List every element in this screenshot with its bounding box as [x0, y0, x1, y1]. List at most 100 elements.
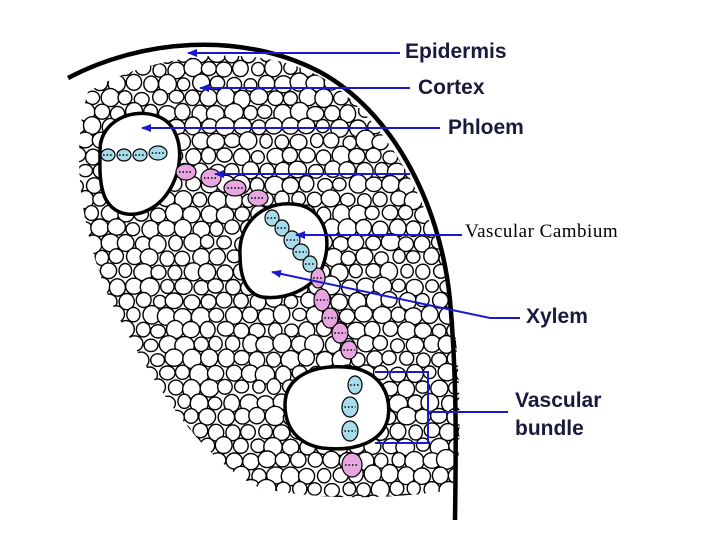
cortex-cell — [216, 468, 234, 484]
cortex-cell — [532, 206, 545, 220]
cortex-cell — [79, 350, 87, 370]
cortex-cell — [174, 364, 191, 381]
cortex-cell — [143, 338, 159, 353]
cortex-cell — [85, 467, 101, 484]
cortex-cell — [538, 193, 552, 206]
cortex-cell — [234, 206, 251, 222]
vascular-bundle-top — [98, 111, 182, 216]
cortex-cell — [84, 291, 102, 308]
cortex-cell — [452, 159, 460, 181]
cortex-cell — [331, 495, 347, 498]
cortex-cell — [373, 511, 389, 525]
cortex-cell — [446, 261, 460, 280]
cortex-cell — [91, 336, 108, 352]
cortex-cell — [281, 117, 300, 135]
cortex-cell — [108, 248, 125, 265]
cortex-cell — [150, 264, 167, 281]
cortex-cell — [354, 305, 374, 323]
cortex-cell — [183, 294, 201, 311]
cortex-cell — [497, 90, 512, 104]
cortex-cell — [60, 77, 75, 92]
cortex-cell — [194, 511, 208, 525]
cortex-cell — [167, 437, 184, 453]
cortex-cell — [381, 350, 397, 366]
cortex-cell — [150, 353, 166, 368]
cortex-cell — [489, 452, 503, 467]
cortex-cell — [59, 192, 76, 209]
cortex-cell — [238, 131, 258, 151]
vascular-cambium-label: Vascular Cambium — [465, 221, 619, 242]
cortex-cell — [473, 163, 487, 178]
cortex-cell — [79, 364, 94, 381]
cortex-cell — [406, 131, 425, 150]
cortex-cell — [521, 451, 538, 469]
cortex-cell — [316, 467, 332, 484]
cortex-cell — [474, 397, 487, 410]
cortex-cell — [216, 235, 233, 250]
cortex-cell — [69, 31, 84, 48]
cortex-cell — [79, 292, 85, 312]
cortex-cell — [506, 278, 522, 295]
cortex-cell — [389, 480, 405, 497]
cortex-cell — [108, 334, 127, 354]
cortex-cell — [373, 251, 390, 266]
cortex-cell — [257, 450, 277, 469]
cortex-cell — [240, 55, 257, 64]
cortex-cell — [86, 408, 101, 423]
cortex-cell — [158, 480, 179, 498]
cortex-cell — [158, 424, 174, 441]
cortex-cell — [216, 378, 233, 395]
cortex-cell — [108, 363, 127, 383]
cortex-cell — [235, 496, 251, 498]
cortex-cell — [425, 279, 440, 293]
cortex-cell — [399, 350, 415, 366]
cortex-cell — [429, 407, 448, 425]
cortex-cell — [58, 334, 78, 354]
cortex-cell — [265, 30, 283, 48]
cortex-cell — [216, 264, 234, 282]
cortex-cell — [488, 365, 505, 382]
cortex-cell — [226, 481, 243, 498]
cortex-cell — [380, 233, 402, 252]
cortex-cell — [90, 422, 109, 442]
cortex-cell — [382, 31, 396, 46]
cortex-cell — [479, 293, 497, 310]
cortex-cell — [488, 250, 502, 264]
cortex-cell — [79, 336, 96, 355]
cortex-cell — [216, 320, 235, 337]
cortex-cell — [142, 422, 162, 443]
cortex-cell — [348, 173, 368, 194]
cortex-cell — [79, 323, 83, 339]
cortex-cell — [342, 481, 357, 497]
cortex-cell — [415, 437, 431, 452]
cortex-cell — [122, 449, 144, 471]
cortex-cell — [422, 133, 437, 150]
cortex-cell — [497, 468, 511, 481]
cortex-cell — [364, 176, 383, 193]
cortex-cell — [135, 321, 151, 338]
cortex-cell — [79, 221, 94, 238]
cortex-cell — [398, 86, 417, 108]
vascular-bundle-label-line2: bundle — [515, 417, 584, 440]
cortex-cell — [79, 422, 93, 441]
cortex-cell — [256, 478, 277, 498]
cortex-cell — [102, 33, 117, 47]
cortex-cell — [116, 233, 135, 253]
cortex-cell — [79, 465, 86, 484]
cortex-cell — [93, 276, 111, 296]
cortex-cell — [208, 452, 227, 468]
cortex-cell — [61, 365, 75, 380]
cortex-cell — [457, 191, 460, 207]
cortex-cell — [250, 149, 265, 165]
cortex-cell — [498, 380, 515, 397]
cortex-cell — [490, 339, 503, 352]
cortex-cell — [225, 364, 243, 382]
cortex-cell — [233, 379, 250, 394]
cortex-cell — [525, 49, 538, 62]
cortex-cell — [381, 204, 399, 221]
cortex-cell — [275, 481, 291, 496]
cortex-cell — [82, 115, 102, 135]
cortex-cell — [314, 88, 334, 109]
cortex-cell — [259, 133, 273, 149]
cortex-cell — [49, 149, 68, 166]
